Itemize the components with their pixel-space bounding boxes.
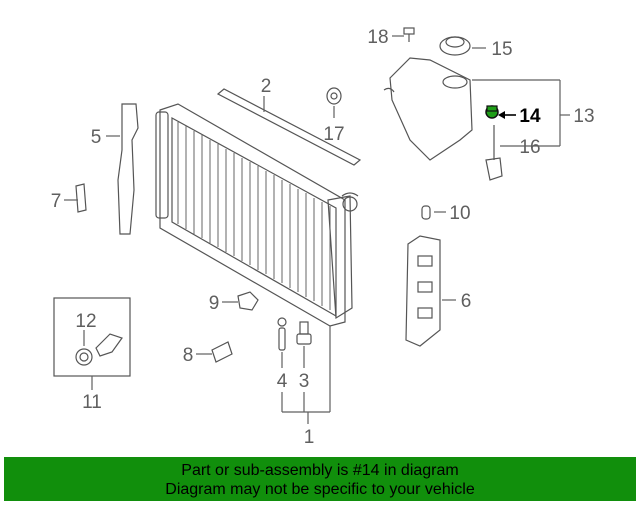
valve-part-3	[296, 321, 312, 345]
clip-part-7	[75, 183, 87, 213]
level-sensor-part-16	[485, 125, 503, 181]
bolt-part	[403, 27, 415, 42]
parts-diagram: 1 2 3 4 5 6 7 8 9 10 11 12 13 14 16 15 1…	[51, 27, 595, 448]
info-banner: Part or sub-assembly is #14 in diagram D…	[4, 457, 636, 501]
callout-14-highlighted: 14	[519, 106, 541, 127]
sensor-part-14-highlighted	[485, 105, 499, 119]
leader-lines	[64, 35, 570, 424]
seal-strip-part	[216, 88, 362, 166]
banner-line-1: Part or sub-assembly is #14 in diagram	[181, 462, 459, 479]
callout-15: 15	[491, 39, 512, 60]
sensor-kit-box-11	[53, 297, 131, 377]
reservoir-cap-part	[439, 36, 471, 56]
air-duct-part-6	[405, 235, 441, 347]
callout-2: 2	[261, 76, 272, 97]
expansion-tank-part	[383, 57, 473, 161]
callout-13: 13	[573, 106, 594, 127]
callout-5: 5	[91, 127, 102, 148]
drain-plug-part-4	[277, 317, 287, 351]
callout-9: 9	[209, 293, 220, 314]
plug-part-10	[421, 205, 431, 220]
callout-4: 4	[277, 371, 288, 392]
callout-6: 6	[461, 291, 472, 312]
callout-17: 17	[323, 124, 344, 145]
callout-12: 12	[75, 311, 96, 332]
callout-10: 10	[449, 203, 470, 224]
radiator-part	[155, 103, 359, 327]
banner-line-2: Diagram may not be specific to your vehi…	[165, 481, 475, 498]
callout-1: 1	[304, 427, 315, 448]
left-bracket-part	[117, 103, 139, 235]
callout-16: 16	[519, 137, 540, 158]
callout-3: 3	[299, 371, 310, 392]
grommet-part	[326, 87, 342, 105]
clip-part-8	[211, 341, 233, 363]
mount-part-9	[237, 291, 259, 311]
callout-7: 7	[51, 191, 62, 212]
callout-18: 18	[367, 27, 388, 48]
callout-11: 11	[82, 392, 102, 413]
callout-14-arrow	[498, 111, 516, 119]
callout-8: 8	[183, 345, 194, 366]
